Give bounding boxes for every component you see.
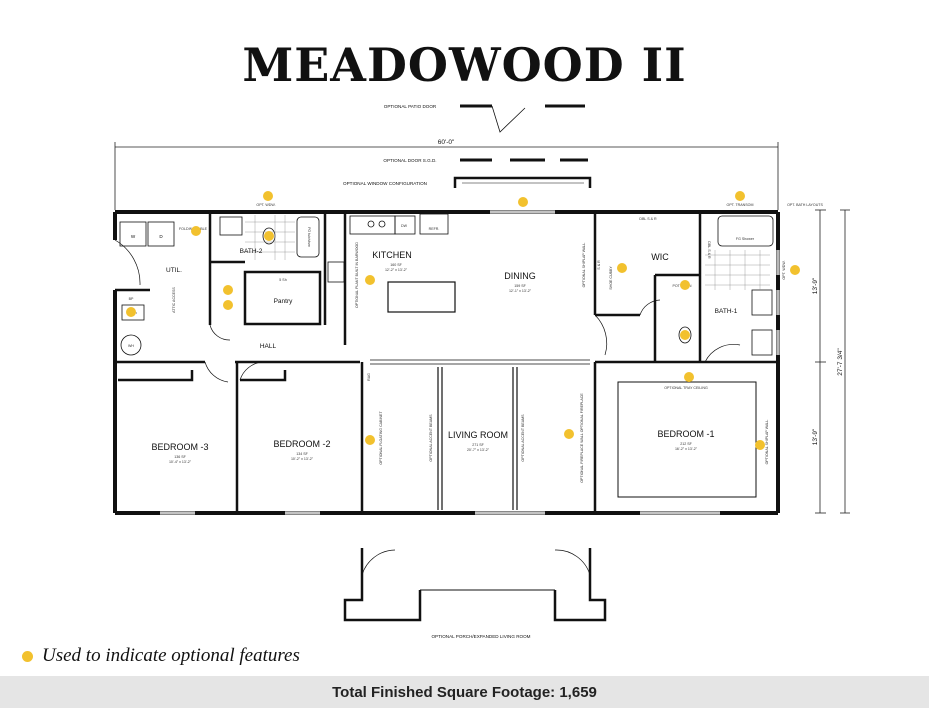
tray-ceiling: [617, 381, 757, 498]
accent-beams-2-label: OPTIONAL ACCENT BEAMS: [521, 414, 525, 462]
footer-bar: Total Finished Square Footage: 1,659: [0, 676, 929, 708]
legend-text: Used to indicate optional features: [42, 645, 300, 666]
dbl-shelf-rod-label: DBL S & R: [639, 217, 657, 221]
optional-window-configuration: [453, 176, 592, 188]
dryer-label: D: [159, 234, 163, 239]
dining-size: 12'-1" x 13'-2": [509, 289, 532, 293]
wic-label: WIC: [651, 252, 669, 262]
bp-label: BP: [129, 297, 134, 301]
opt-window-side-label: OPT. WDW.: [782, 260, 786, 279]
washer-label: W: [131, 234, 136, 239]
pantry-label: Pantry: [274, 298, 294, 305]
opt-window-label: OPT. WDW.: [256, 203, 275, 207]
bedroom-2-label: BEDROOM -2: [273, 439, 330, 449]
fg-tub-label: FG tub/shwr: [307, 227, 311, 247]
shiplap-dining-label: OPTIONAL SHIPLAP WALL: [582, 243, 586, 288]
floating-cabinet-label: OPTIONAL FLOATING CABINET: [379, 411, 383, 465]
dining-area: 159 SF: [514, 284, 526, 288]
accent-beams: [437, 367, 518, 510]
total-square-footage: Total Finished Square Footage: 1,659: [332, 683, 597, 701]
fg-shower-label: FG Shower: [736, 237, 755, 241]
bedroom-1-label: BEDROOM -1: [657, 429, 714, 439]
hall-label: HALL: [260, 343, 277, 350]
bedroom-3-size: 10'-4" x 13'-2": [169, 460, 192, 464]
optional-patio-door-label: OPTIONAL PATIO DOOR: [384, 104, 437, 109]
optional-feature-markers: [126, 191, 800, 450]
shoe-cubby-label: SHOE CUBBY: [609, 266, 613, 290]
dimension-lines: [114, 142, 850, 514]
island-option-label: OPTIONAL PLANT BUILT IN BARWOOD: [355, 242, 359, 308]
shiplap-bed1-label: OPTIONAL SHIPLAP WALL: [765, 420, 769, 465]
dishwasher-label: DW: [401, 224, 408, 228]
legend-dot-icon: [22, 650, 33, 662]
floor-plan: 60'-0" 13'-9" 13'-9" 27'-7 3/4" OPTIONAL…: [113, 104, 850, 639]
depth-dimension: 27'-7 3/4": [837, 348, 844, 376]
door-swings: [114, 239, 741, 383]
kitchen-label: KITCHEN: [372, 250, 412, 260]
shelf-rod-label: S & R: [597, 260, 601, 270]
porch-door-swings: [361, 549, 591, 576]
kitchen-island: [387, 281, 456, 313]
bedroom-1-size: 16'-2" x 13'-2": [675, 447, 698, 451]
accent-beams-1-label: OPTIONAL ACCENT BEAMS: [429, 414, 433, 462]
tray-ceiling-label: OPTIONAL TRAY CEILING: [664, 386, 708, 390]
optional-porch-label: OPTIONAL PORCH/EXPANDED LIVING ROOM: [431, 634, 530, 639]
kitchen-area: 160 SF: [390, 263, 402, 267]
living-room-area: 271 SF: [472, 443, 484, 447]
living-dining-opening: [370, 359, 590, 365]
attic-access-label: ATTIC ACCESS: [172, 287, 176, 313]
water-heater-label: WH: [128, 344, 134, 348]
dining-label: DINING: [504, 271, 536, 281]
pantry-shelf-label: 5 Sh: [279, 278, 286, 282]
interior-walls: [115, 212, 778, 513]
width-dimension: 60'-0": [438, 139, 455, 146]
living-room-label: LIVING ROOM: [448, 430, 508, 440]
refrigerator-label: REFR.: [429, 227, 440, 231]
optional-porch: [343, 548, 607, 622]
kitchen-counters: [327, 213, 449, 283]
util-label: UTIL.: [166, 267, 182, 274]
bath-1-label: BATH-1: [715, 308, 738, 315]
bedroom-2-area: 134 SF: [296, 452, 308, 456]
dbl-shelf-rod-side-label: DBL S & R: [707, 241, 711, 259]
legend: Used to indicate optional features: [22, 645, 300, 667]
opt-transom-label: OPT. TRANSOM: [727, 203, 754, 207]
bedroom-3-label: BEDROOM -3: [151, 442, 208, 452]
bedroom-3-area: 136 SF: [174, 455, 186, 459]
optional-window-configuration-label: OPTIONAL WINDOW CONFIGURATION: [343, 181, 427, 186]
lower-dimension: 13'-9": [812, 428, 819, 445]
bedroom-1-area: 212 SF: [680, 442, 692, 446]
fireplace-label: OPTIONAL FIREPLACE WALL OPTIONAL FIREPLA…: [580, 393, 584, 483]
kitchen-size: 12'-2" x 13'-2": [385, 268, 408, 272]
opt-bath-layouts-label: OPT. BATH LAYOUTS: [787, 203, 823, 207]
bath-2-label: BATH-2: [240, 248, 263, 255]
plan-title: MEADOWOOD II: [242, 38, 687, 92]
optional-door-sgd-label: OPTIONAL DOOR S.G.D.: [383, 158, 436, 163]
upper-dimension: 13'-9": [812, 277, 819, 294]
rag-label: RAG: [367, 373, 371, 381]
bedroom-2-size: 10'-2" x 13'-2": [291, 457, 314, 461]
optional-patio-door: [460, 104, 585, 133]
window-panes: [160, 211, 779, 514]
living-room-size: 20'-7" x 13'-2": [467, 448, 490, 452]
